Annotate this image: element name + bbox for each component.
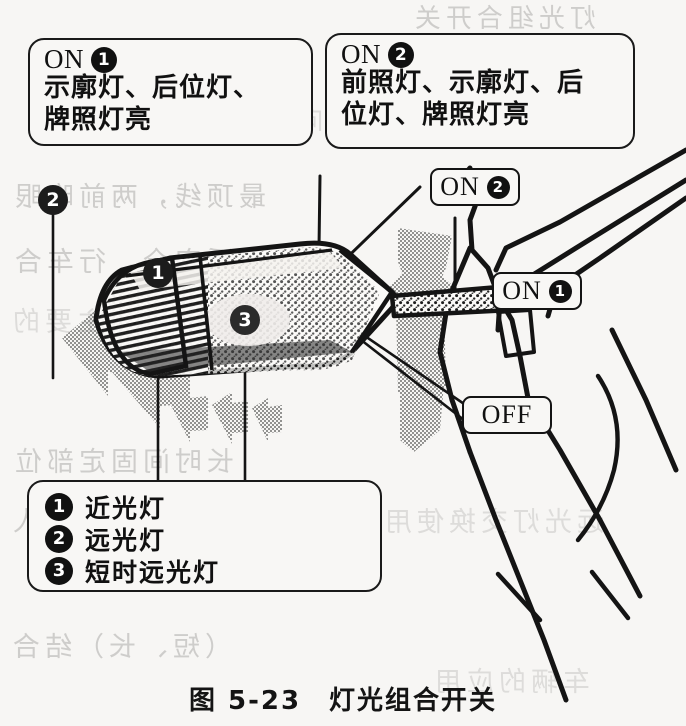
callout-on1: ON 1 示廓灯、后位灯、 牌照灯亮: [28, 38, 313, 146]
lower-guide-lines: [495, 569, 631, 623]
callout-on1-line2: 牌照灯亮: [44, 104, 153, 135]
figure-caption: 图 5-23 灯光组合开关: [188, 686, 498, 716]
tag-on1-label: ON: [502, 276, 542, 305]
legend-bullet-2: 2: [45, 525, 73, 553]
legend-bullet-3: 3: [45, 557, 73, 585]
tag-off: OFF: [462, 396, 552, 434]
legend-label-1: 近光灯: [85, 494, 167, 523]
marker-3: 3: [230, 305, 260, 335]
marker-2: 2: [38, 185, 68, 215]
legend-item-2: 2 远光灯: [45, 523, 364, 555]
bleed-text-9: 远光灯交换使用: [380, 507, 604, 537]
callout-on2-line2: 位灯、牌照灯亮: [341, 99, 531, 130]
tag-on1-bullet: 1: [548, 279, 572, 303]
callout-on2: ON 2 前照灯、示廓灯、后 位灯、牌照灯亮: [325, 33, 635, 149]
legend-bullet-1: 1: [45, 493, 73, 521]
callout-on2-line1: 前照灯、示廓灯、后: [341, 68, 585, 98]
callout-on1-line1: 示廓灯、后位灯、: [44, 73, 261, 103]
legend-label-2: 远光灯: [85, 526, 167, 555]
legend-label-3: 短时远光灯: [85, 558, 221, 587]
callout-on2-bullet: 2: [388, 41, 414, 68]
tag-on2-label: ON: [440, 172, 480, 201]
legend-box: 1 近光灯 2 远光灯 3 短时远光灯: [27, 480, 382, 592]
bleed-text-5: 最近安全，行车合: [10, 247, 266, 277]
callout-on1-header: ON 1: [44, 46, 299, 73]
bleed-text-6: 主要的: [8, 307, 104, 337]
tag-on2: ON 2: [430, 168, 520, 206]
leader-lines: [51, 174, 502, 494]
callout-on2-header: ON 2: [341, 41, 621, 68]
bleed-text-10: （短、长）结合: [8, 632, 232, 662]
marker-1: 1: [143, 258, 173, 288]
tag-on1: ON 1: [492, 272, 582, 310]
tag-on2-bullet: 2: [486, 175, 510, 199]
bleed-text-7: 长时间固定部位: [10, 447, 234, 477]
callout-on1-state-label: ON: [44, 44, 84, 74]
legend-item-1: 1 近光灯: [45, 491, 364, 523]
bleed-text-1: 灯光组合开关: [410, 4, 597, 33]
motion-arrows-right: [370, 228, 470, 452]
legend-item-3: 3 短时远光灯: [45, 555, 364, 587]
tag-off-label: OFF: [481, 400, 533, 429]
callout-on1-bullet: 1: [91, 46, 117, 73]
callout-on2-state-label: ON: [341, 39, 381, 69]
